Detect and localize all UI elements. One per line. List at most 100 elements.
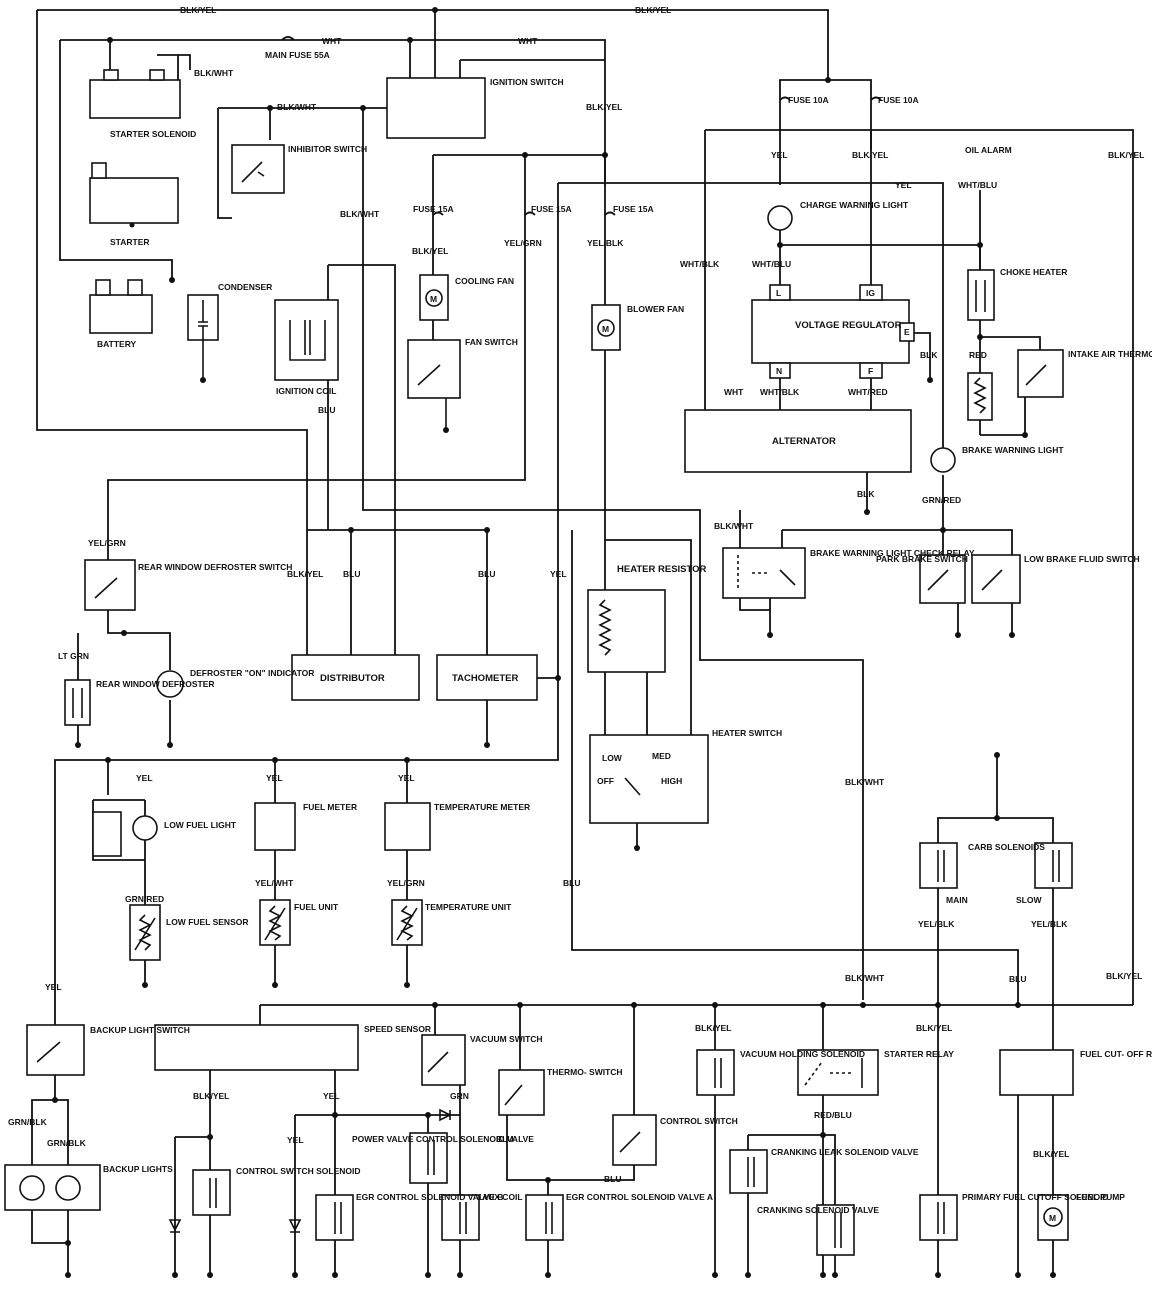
- heater-switch-box: [589, 734, 709, 824]
- label-battery: BATTERY: [97, 339, 137, 349]
- label-cooling-fan: COOLING FAN: [455, 276, 514, 286]
- label-park-brake: PARK BRAKE SWITCH: [876, 554, 968, 564]
- intake-thermo-switch-box: [1017, 349, 1064, 398]
- wire-wht-blk-alt: WHT/BLK: [680, 259, 720, 269]
- wire-red-blu: RED/BLU: [814, 1110, 852, 1120]
- wire-yel-blk-main: YEL/BLK: [918, 919, 955, 929]
- wire-blk-yel-dist: BLK/YEL: [287, 569, 323, 579]
- label-hs-med: MED: [652, 751, 671, 761]
- wire-blk-wht-a: BLK/WHT: [194, 68, 234, 78]
- wire-top-blk-yel-right: BLK/YEL: [635, 5, 671, 15]
- fuel-pump-box: [1037, 1194, 1069, 1241]
- wire-blk-wht-relay: BLK/WHT: [714, 521, 754, 531]
- wire-labels: BLK/YEL BLK/YEL WHT WHT BLK/WHT BLK/WHT …: [8, 5, 1144, 1184]
- label-egr-a: EGR CONTROL SOLENOID VALVE A: [566, 1192, 713, 1202]
- label-ignition-coil: IGNITION COIL: [276, 386, 336, 396]
- label-backup-light-switch: BACKUP LIGHT SWITCH: [90, 1025, 190, 1035]
- starter-box: [89, 177, 179, 224]
- alternator-box: [684, 409, 912, 473]
- cooling-fan-m: M: [430, 294, 437, 304]
- wire-yel-fuse10: YEL: [771, 150, 788, 160]
- heater-resistor-box: [587, 589, 666, 673]
- low-fuel-light-circle: [132, 815, 158, 841]
- fuel-meter-box: [254, 802, 296, 851]
- label-cranking-leak: CRANKING LEAK SOLENOID VALVE: [771, 1147, 919, 1157]
- label-tachometer: TACHOMETER: [452, 673, 518, 684]
- label-fuel-unit: FUEL UNIT: [294, 902, 339, 912]
- wire-blk-yel-speed: BLK/YEL: [193, 1091, 229, 1101]
- vacuum-switch-box: [421, 1034, 466, 1086]
- label-aux-coil: AUX COIL: [482, 1192, 523, 1202]
- wire-yel-blk-fuse: YEL/BLK: [587, 238, 624, 248]
- label-starter: STARTER: [110, 237, 150, 247]
- wire-yel-grn-fuse: YEL/GRN: [504, 238, 542, 248]
- label-reg-e: E: [904, 327, 910, 337]
- defroster-indicator-circle: [156, 670, 184, 698]
- wire-blk-reg: BLK: [920, 350, 938, 360]
- label-defroster-switch: REAR WINDOW DEFROSTER SWITCH: [138, 562, 292, 572]
- wire-grn-vac: GRN: [450, 1091, 469, 1101]
- inhibitor-switch-box: [231, 144, 285, 194]
- wire-wht-blk-n: WHT/BLK: [760, 387, 800, 397]
- label-power-valve: POWER VALVE CONTROL SOLENOID VALVE: [352, 1134, 534, 1144]
- label-defroster-indicator: DEFROSTER "ON" INDICATOR: [190, 668, 314, 678]
- blower-fan-box: [591, 304, 621, 351]
- label-blower-fan: BLOWER FAN: [627, 304, 684, 314]
- label-brake-relay: BRAKE WARNING LIGHT CHECK RELAY: [810, 548, 975, 558]
- label-fuel-meter: FUEL METER: [303, 802, 357, 812]
- wire-blu-coil: BLU: [318, 405, 335, 415]
- label-distributor: DISTRIBUTOR: [320, 673, 385, 684]
- wire-blu-low: BLU: [1009, 974, 1026, 984]
- label-vacuum-holding: VACUUM HOLDING SOLENOID: [740, 1049, 865, 1059]
- low-brake-fluid-switch-box: [971, 554, 1021, 604]
- label-temperature-unit: TEMPERATURE UNIT: [425, 902, 512, 912]
- wire-yel-g2: YEL: [266, 773, 283, 783]
- park-brake-switch-box: [919, 554, 966, 604]
- wire-grn-red-brake: GRN/RED: [922, 495, 961, 505]
- wire-grn-blk-1: GRN/BLK: [8, 1117, 48, 1127]
- cooling-fan-box: [419, 274, 449, 321]
- label-low-fuel-light: LOW FUEL LIGHT: [164, 820, 237, 830]
- label-fan-switch: FAN SWITCH: [465, 337, 518, 347]
- label-fuse-10a-left: FUSE 10A: [788, 95, 829, 105]
- label-ignition-switch: IGNITION SWITCH: [490, 77, 564, 87]
- wire-grn-blk-2: GRN/BLK: [47, 1138, 87, 1148]
- label-voltage-regulator: VOLTAGE REGULATOR: [795, 320, 902, 331]
- label-charge-warning-light: CHARGE WARNING LIGHT: [800, 200, 909, 210]
- wire-yel-blk-slow: YEL/BLK: [1031, 919, 1068, 929]
- ignition-switch-box: [386, 77, 486, 139]
- label-starter-relay: STARTER RELAY: [884, 1049, 954, 1059]
- tachometer-box: [436, 654, 538, 701]
- wire-wht-red-f: WHT/RED: [848, 387, 888, 397]
- voltage-regulator-box: [751, 299, 910, 364]
- wire-top-blk-yel-left: BLK/YEL: [180, 5, 216, 15]
- wire-blk-yel-fan: BLK/YEL: [412, 246, 448, 256]
- label-fuse-cooling: FUSE 15A: [413, 204, 454, 214]
- label-speed-sensor: SPEED SENSOR: [364, 1024, 431, 1034]
- wire-blu-ctrl: BLU: [604, 1174, 621, 1184]
- component-labels: STARTER SOLENOID STARTER BATTERY MAIN FU…: [90, 50, 1152, 1215]
- label-control-switch-solenoid: CONTROL SWITCH SOLENOID: [236, 1166, 361, 1176]
- rear-defroster-box: [64, 679, 91, 726]
- speed-sensor-box: [154, 1024, 359, 1071]
- label-temperature-meter: TEMPERATURE METER: [434, 802, 530, 812]
- wire-yel-pv: YEL: [287, 1135, 304, 1145]
- label-primary-fuel-cutoff: PRIMARY FUEL CUTOFF SOLENOID: [962, 1192, 1109, 1202]
- label-inhibitor-switch: INHIBITOR SWITCH: [288, 144, 367, 154]
- label-main-fuse: MAIN FUSE 55A: [265, 50, 330, 60]
- wire-blu-dist: BLU: [343, 569, 360, 579]
- wire-red-choke: RED: [969, 350, 987, 360]
- label-condenser: CONDENSER: [218, 282, 272, 292]
- label-intake-thermo: INTAKE AIR THERMO- SWITCH: [1068, 349, 1152, 359]
- wire-blk-yel-far: BLK/YEL: [1108, 150, 1144, 160]
- label-main: MAIN: [946, 895, 968, 905]
- label-brake-warning-light: BRAKE WARNING LIGHT: [962, 445, 1064, 455]
- wire-wht-alt: WHT: [724, 387, 744, 397]
- brake-warning-light-circle: [930, 447, 956, 473]
- wire-blk-wht-low: BLK/WHT: [845, 973, 885, 983]
- label-slow: SLOW: [1016, 895, 1042, 905]
- choke-heater-box: [967, 269, 995, 321]
- label-low-fuel-sensor: LOW FUEL SENSOR: [166, 917, 249, 927]
- label-fuse-mid: FUSE 15A: [531, 204, 572, 214]
- control-switch-solenoid-box: [192, 1169, 231, 1216]
